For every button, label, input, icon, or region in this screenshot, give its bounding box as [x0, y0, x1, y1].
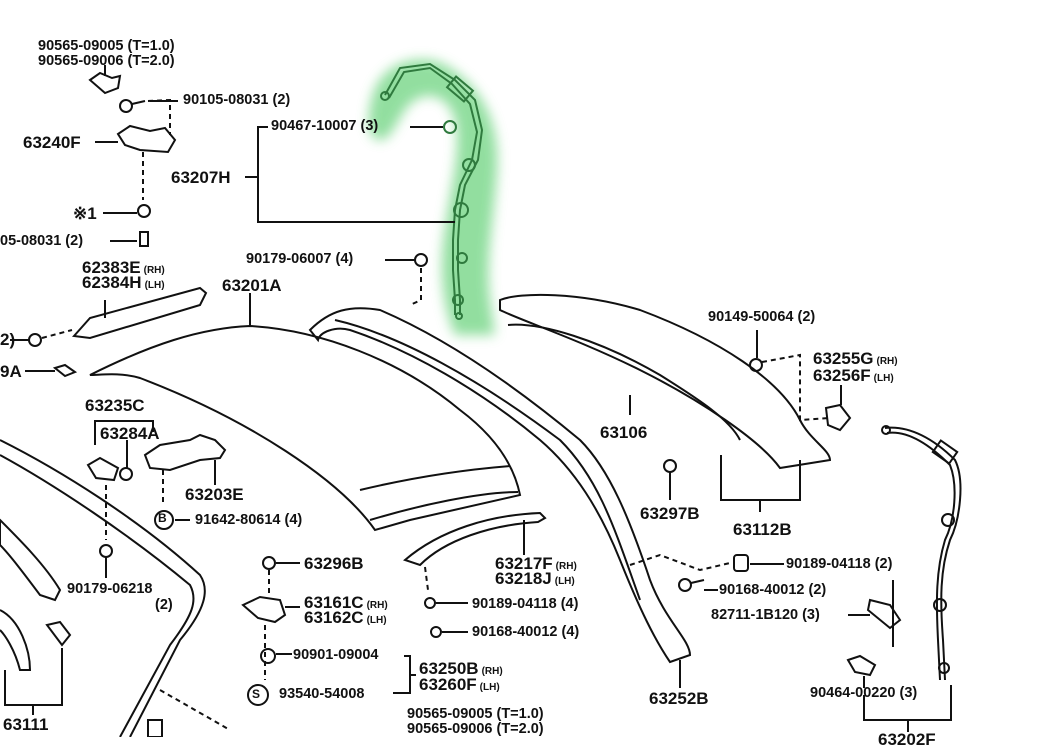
label-63255G[interactable]: 63255G(RH) [813, 350, 898, 367]
circle-s-mark: S [252, 687, 261, 701]
side-lh: (LH) [144, 280, 165, 291]
label-90467-10007[interactable]: 90467-10007 (3) [271, 118, 379, 134]
label-63235C[interactable]: 63235C [85, 396, 145, 415]
label-63297B[interactable]: 63297B [640, 504, 700, 523]
label-90189-04118-2[interactable]: 90189-04118 (2) [786, 556, 893, 572]
label-63260F[interactable]: 63260F(LH) [419, 676, 500, 693]
label-63252B[interactable]: 63252B [649, 689, 709, 708]
part-number: 63217F [495, 554, 553, 573]
label-star-1[interactable]: ※1 [73, 204, 97, 223]
label-63207H[interactable]: 63207H [171, 168, 231, 187]
part-63207H-cable[interactable] [380, 62, 484, 320]
label-90565-09005-bottom[interactable]: 90565-09005 (T=1.0) [407, 706, 544, 722]
part-number: 63256F [813, 366, 871, 385]
label-90901-09004[interactable]: 90901-09004 [293, 647, 379, 663]
label-62383E[interactable]: 62383E(RH) [82, 259, 165, 276]
label-90565-09006-bottom[interactable]: 90565-09006 (T=2.0) [407, 721, 544, 737]
circle-b-mark: B [158, 511, 167, 525]
label-63111[interactable]: 63111 [3, 715, 49, 734]
label-63106[interactable]: 63106 [600, 423, 648, 442]
highlight-63207H [368, 59, 498, 335]
label-63256F[interactable]: 63256F(LH) [813, 367, 894, 384]
label-90179-06007[interactable]: 90179-06007 (4) [246, 251, 354, 267]
part-number: 63218J [495, 569, 552, 588]
label-63217F[interactable]: 63217F(RH) [495, 555, 577, 572]
part-number: 63161C [304, 593, 364, 612]
part-63252B-side-rail[interactable] [308, 307, 692, 664]
side-lh: (LH) [554, 576, 575, 587]
label-90464-00220[interactable]: 90464-00220 (3) [810, 685, 918, 701]
side-lh: (LH) [366, 615, 387, 626]
label-63250B[interactable]: 63250B(RH) [419, 660, 503, 677]
label-90565-09006[interactable]: 90565-09006 (T=2.0) [38, 53, 175, 69]
part-number: 63260F [419, 675, 477, 694]
label-63161C[interactable]: 63161C(RH) [304, 594, 388, 611]
side-rh: (RH) [555, 561, 577, 572]
label-partial-9A[interactable]: 9A [0, 362, 22, 381]
label-90565-09005[interactable]: 90565-09005 (T=1.0) [38, 38, 175, 54]
label-partial-2[interactable]: 2) [0, 330, 16, 349]
label-90189-04118-4[interactable]: 90189-04118 (4) [472, 596, 579, 612]
part-number: 62384H [82, 273, 142, 292]
label-cut-off-part[interactable]: 63202F [878, 730, 936, 749]
label-63240F[interactable]: 63240F [23, 133, 81, 152]
part-63201A-roof-panel[interactable] [89, 324, 522, 532]
side-rh: (RH) [876, 356, 898, 367]
side-rh: (RH) [366, 600, 388, 611]
label-63162C[interactable]: 63162C(LH) [304, 609, 387, 626]
label-91642-80614[interactable]: 91642-80614 (4) [195, 512, 303, 528]
label-63201A[interactable]: 63201A [222, 276, 282, 295]
label-93540-54008[interactable]: 93540-54008 [279, 686, 365, 702]
label-90105-08031[interactable]: 90105-08031 (2) [183, 92, 291, 108]
circle-b-icon [154, 510, 174, 530]
side-lh: (LH) [873, 373, 894, 384]
side-lh: (LH) [479, 682, 500, 693]
side-rh: (RH) [143, 265, 165, 276]
side-rh: (RH) [481, 666, 503, 677]
label-82711-1B120[interactable]: 82711-1B120 (3) [711, 607, 820, 623]
label-90168-40012-4[interactable]: 90168-40012 (4) [472, 624, 580, 640]
label-63284A[interactable]: 63284A [100, 424, 160, 443]
part-cable-right[interactable] [884, 426, 962, 681]
part-number: 62383E [82, 258, 141, 277]
label-63296B[interactable]: 63296B [304, 554, 364, 573]
label-05-08031[interactable]: 05-08031 (2) [0, 233, 84, 249]
label-63112B[interactable]: 63112B [733, 520, 792, 539]
part-number: 63162C [304, 608, 364, 627]
label-90179-06218-qty: (2) [155, 597, 173, 613]
label-63203E[interactable]: 63203E [185, 485, 244, 504]
part-63217F-molding[interactable] [403, 511, 547, 567]
label-63218J[interactable]: 63218J(LH) [495, 570, 575, 587]
label-62384H[interactable]: 62384H(LH) [82, 274, 165, 291]
label-90168-40012-2[interactable]: 90168-40012 (2) [719, 582, 827, 598]
label-90149-50064[interactable]: 90149-50064 (2) [708, 309, 816, 325]
label-90179-06218[interactable]: 90179-06218 [67, 581, 153, 597]
part-number: 63250B [419, 659, 479, 678]
part-63112B-header[interactable] [499, 293, 832, 470]
part-number: 63255G [813, 349, 874, 368]
